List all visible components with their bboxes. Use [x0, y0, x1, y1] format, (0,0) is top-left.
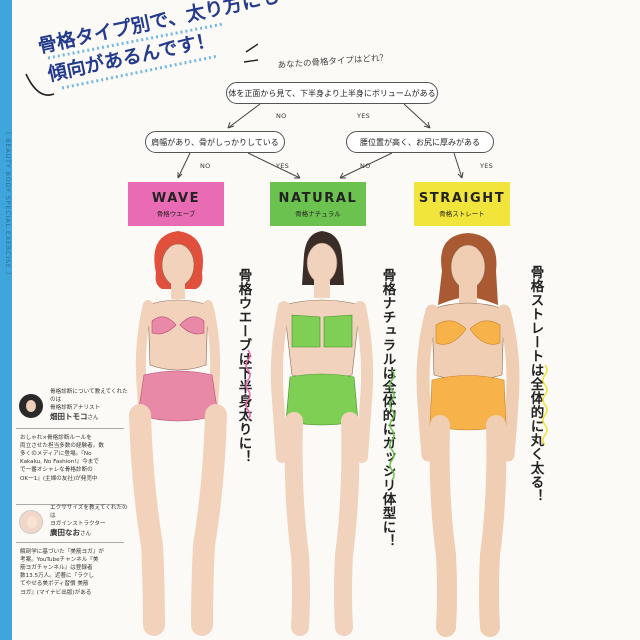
answer-no-2: NO: [200, 162, 211, 170]
expert-2-role: ヨガインストラクター: [50, 521, 106, 528]
expert-1-name: 畑田トモコさん: [50, 412, 99, 422]
separator-1: [16, 428, 124, 429]
expert-2-name: 廣田なおさん: [50, 528, 92, 538]
type-box-straight: STRAIGHT 骨格ストレート: [414, 182, 510, 226]
natural-figure-illustration: [270, 231, 374, 636]
expert-1-intro: 骨格診断について教えてくれたのは: [50, 389, 128, 404]
type-straight-en: STRAIGHT: [418, 191, 506, 206]
left-accent-bar: [0, 0, 12, 640]
wave-figure-illustration: [129, 231, 227, 636]
straight-caption: 骨格ストレートは全体的に丸く太る！: [527, 265, 544, 503]
expert-1-avatar: [19, 394, 43, 418]
expert-1-role: 骨格診断アナリスト: [50, 405, 101, 412]
question-1-pill: 体を正面から見て、下半身より上半身にボリュームがある: [226, 82, 438, 104]
type-natural-jp: 骨格ナチュラル: [295, 210, 341, 218]
headline: 骨格タイプ別で、太り方にも 傾向があるんです！: [18, 0, 281, 96]
straight-figure-illustration: [416, 233, 520, 637]
type-natural-en: NATURAL: [278, 191, 358, 206]
expert-2-bio: 解剖学に基づいた『美筋ヨガ』が考案。YouTubeチャンネル『美筋ヨガチャンネル…: [20, 549, 104, 596]
question-2-right-pill: 腰位置が高く、お尻に厚みがある: [346, 131, 494, 153]
type-wave-jp: 骨格ウエーブ: [156, 210, 196, 218]
expert-2-avatar: [19, 510, 43, 534]
wave-caption: 骨格ウエーブは下半身太りに！: [235, 268, 252, 464]
type-box-wave: WAVE 骨格ウエーブ: [128, 182, 224, 226]
answer-yes-1: YES: [357, 112, 371, 120]
type-straight-jp: 骨格ストレート: [439, 210, 485, 218]
expert-2-intro: エクササイズを教えてくれたのは: [50, 505, 128, 520]
body-type-illustrations: [129, 231, 520, 637]
expert-1-header: 骨格診断について教えてくれたのは 骨格診断アナリスト 畑田トモコさん: [50, 388, 128, 423]
separator-3: [16, 542, 124, 543]
answer-no-1: NO: [276, 112, 287, 120]
separator-2: [16, 504, 124, 505]
expert-1-bio: おしゃれ×骨格診断ルールを両立させた担当多数の経験者。数多くのメディアに登場。『…: [20, 435, 104, 482]
type-wave-en: WAVE: [151, 191, 201, 206]
question-2-left-pill: 肩幅があり、骨がしっかりしている: [145, 131, 285, 153]
expert-2-header: エクササイズを教えてくれたのは ヨガインストラクター 廣田なおさん: [50, 504, 128, 539]
answer-yes-3: YES: [480, 162, 494, 170]
answer-yes-2: YES: [276, 162, 290, 170]
type-box-natural: NATURAL 骨格ナチュラル: [270, 182, 366, 226]
answer-no-3: NO: [360, 162, 371, 170]
headline-underline-swoosh: [25, 22, 258, 96]
natural-caption: 骨格ナチュラルは全体的にガッシリ体型に！: [379, 268, 396, 548]
